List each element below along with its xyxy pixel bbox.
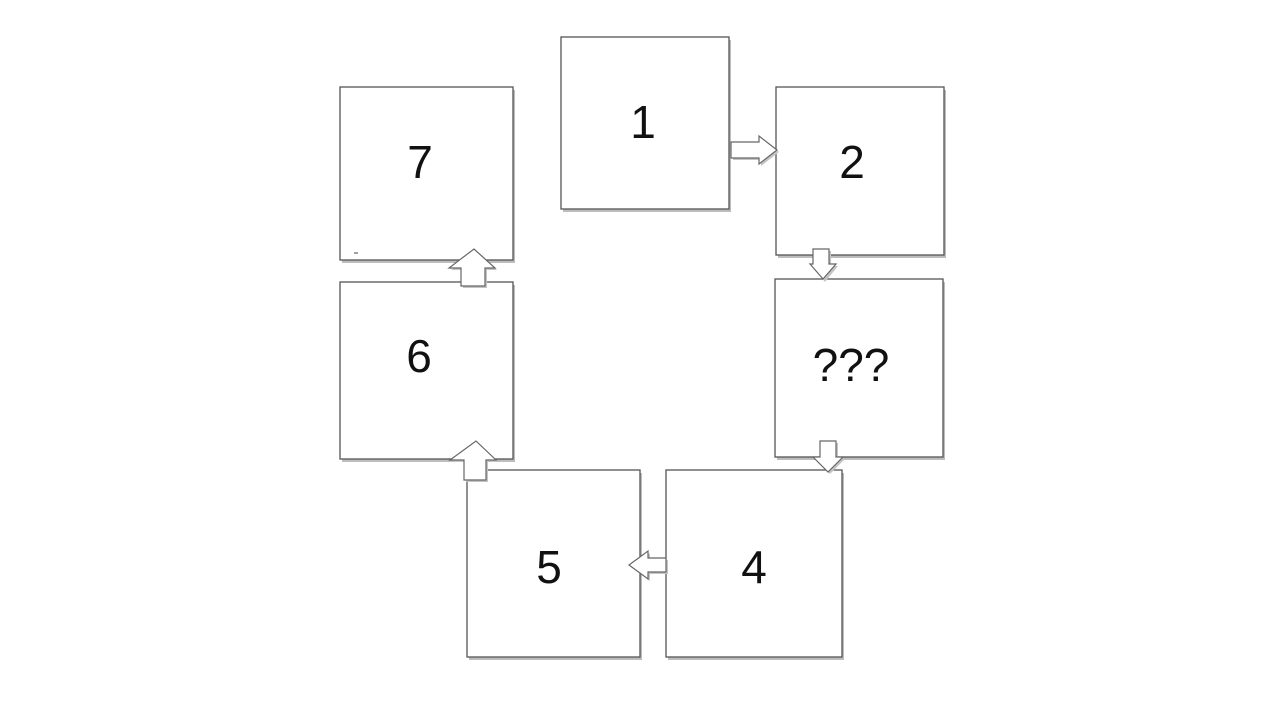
arrow-1-to-2	[730, 134, 779, 166]
arrow-5-to-6	[448, 440, 498, 482]
box-5: 5	[466, 469, 642, 660]
box-2-label: 2	[839, 136, 865, 188]
box-1: 1	[560, 36, 731, 212]
box-5-label: 5	[536, 541, 562, 593]
box-6: 6	[339, 281, 515, 462]
arrow-2-to-unknown	[808, 248, 838, 282]
arrow-4-to-5	[627, 549, 668, 581]
arrow-6-to-7	[447, 248, 497, 288]
box-6-label: 6	[406, 330, 432, 382]
box-7: 7	[339, 86, 515, 263]
box-1-label: 1	[630, 96, 656, 148]
box-7-label: 7	[407, 136, 433, 188]
box-4-label: 4	[741, 541, 767, 593]
box-unknown: ???	[774, 278, 945, 460]
box-4: 4	[665, 469, 844, 660]
box-unknown-label: ???	[813, 339, 890, 391]
box-2: 2	[775, 86, 946, 258]
arrow-unknown-to-4	[811, 440, 845, 474]
